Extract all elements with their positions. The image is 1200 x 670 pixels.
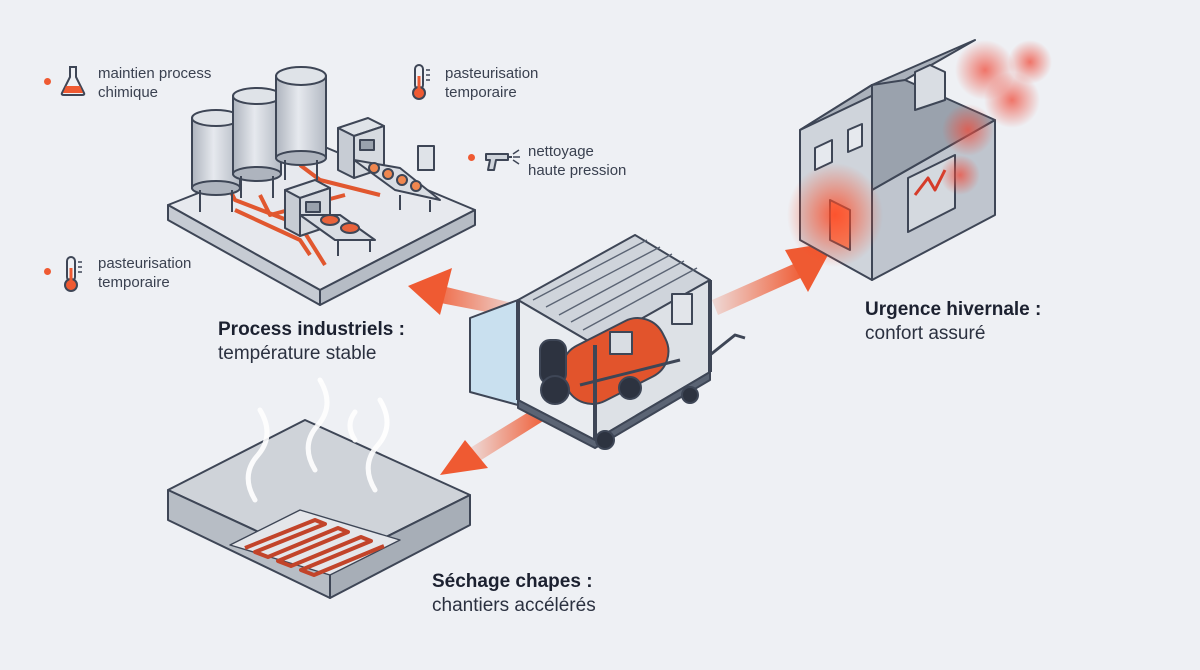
industrial-title: Process industriels :	[218, 319, 405, 340]
bullet-2-line2: haute pression	[528, 162, 627, 179]
screed-title: Séchage chapes :	[432, 571, 593, 592]
processing-machine	[337, 117, 441, 212]
heat-glow	[787, 163, 883, 267]
storage-tank	[232, 87, 282, 198]
pressure-washer-icon	[485, 149, 520, 171]
winter-title: Urgence hivernale :	[865, 299, 1042, 320]
bullet-dot	[468, 154, 475, 161]
winter-label: Urgence hivernale : confort assuré	[865, 298, 1041, 346]
industrial-subtitle: température stable	[218, 343, 377, 364]
screed-slab-illustration	[167, 419, 471, 599]
bullet-1: pasteurisation temporaire	[445, 64, 538, 102]
screed-subtitle: chantiers accélérés	[432, 595, 596, 616]
arrow-to-screed	[440, 405, 548, 475]
bullet-3: pasteurisation temporaire	[98, 254, 191, 292]
steam	[245, 377, 390, 503]
winter-subtitle: confort assuré	[865, 323, 986, 344]
bullet-1-line2: temporaire	[445, 84, 517, 101]
mobile-boiler-container	[469, 234, 746, 450]
red-smoke	[940, 40, 1052, 195]
screed-label: Séchage chapes : chantiers accélérés	[432, 570, 596, 618]
bullet-2-line1: nettoyage	[528, 143, 594, 160]
industrial-label: Process industriels : température stable	[218, 318, 405, 366]
flask-icon	[60, 66, 86, 96]
industrial-plant-illustration	[167, 66, 476, 306]
bullet-3-line1: pasteurisation	[98, 255, 192, 272]
storage-tank	[275, 66, 327, 180]
bullet-3-line2: temporaire	[98, 274, 170, 291]
bullet-2: nettoyage haute pression	[528, 142, 626, 180]
thermometer-icon	[412, 64, 430, 100]
bullet-0: maintien process chimique	[98, 64, 211, 102]
bullet-0-line1: maintien process	[98, 65, 212, 82]
bullet-dot	[44, 78, 51, 85]
processing-machine	[284, 179, 376, 256]
bullet-1-line1: pasteurisation	[445, 65, 539, 82]
bullet-0-line2: chimique	[98, 84, 159, 101]
thermometer-icon	[64, 256, 82, 292]
bullet-dot	[44, 268, 51, 275]
